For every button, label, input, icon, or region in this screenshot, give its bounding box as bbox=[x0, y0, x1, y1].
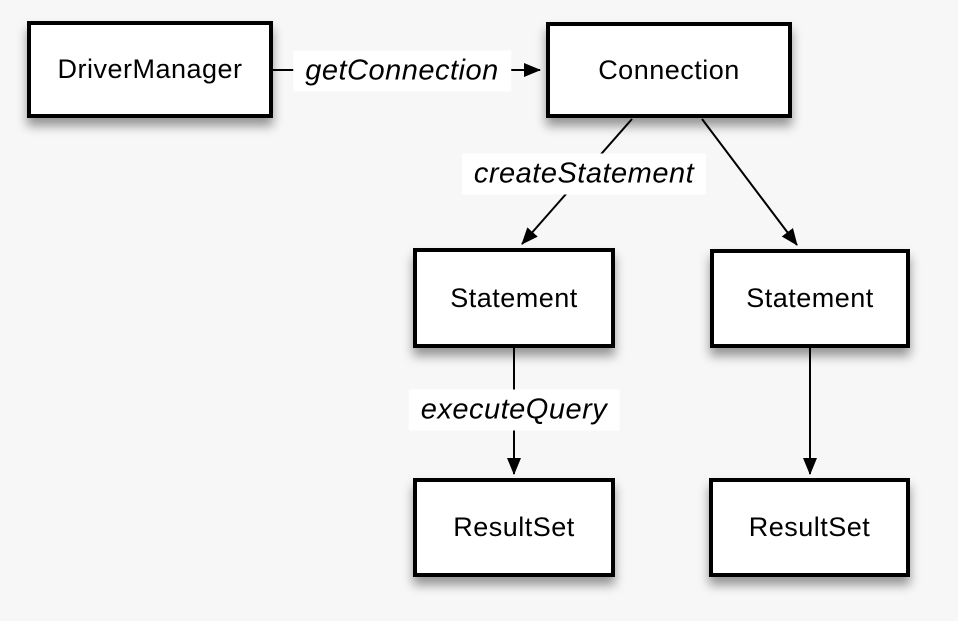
edge-label-createstatement: createStatement bbox=[461, 153, 707, 195]
node-resultset-left: ResultSet bbox=[413, 478, 615, 577]
node-connection: Connection bbox=[546, 22, 792, 118]
node-resultset-left-label: ResultSet bbox=[453, 512, 575, 542]
node-resultset-right: ResultSet bbox=[709, 478, 910, 577]
node-statement-right-label: Statement bbox=[746, 283, 874, 313]
node-driver-manager: DriverManager bbox=[27, 21, 273, 118]
node-statement-left: Statement bbox=[413, 248, 615, 348]
node-resultset-right-label: ResultSet bbox=[748, 512, 871, 542]
node-statement-left-label: Statement bbox=[450, 282, 578, 313]
edge-label-getconnection: getConnection bbox=[293, 50, 511, 92]
node-connection-label: Connection bbox=[598, 54, 740, 85]
node-driver-manager-label: DriverManager bbox=[57, 54, 243, 84]
node-statement-right: Statement bbox=[710, 249, 910, 348]
edge-label-executequery: executeQuery bbox=[408, 389, 620, 431]
edge-connection-statement-right-line bbox=[701, 118, 798, 246]
